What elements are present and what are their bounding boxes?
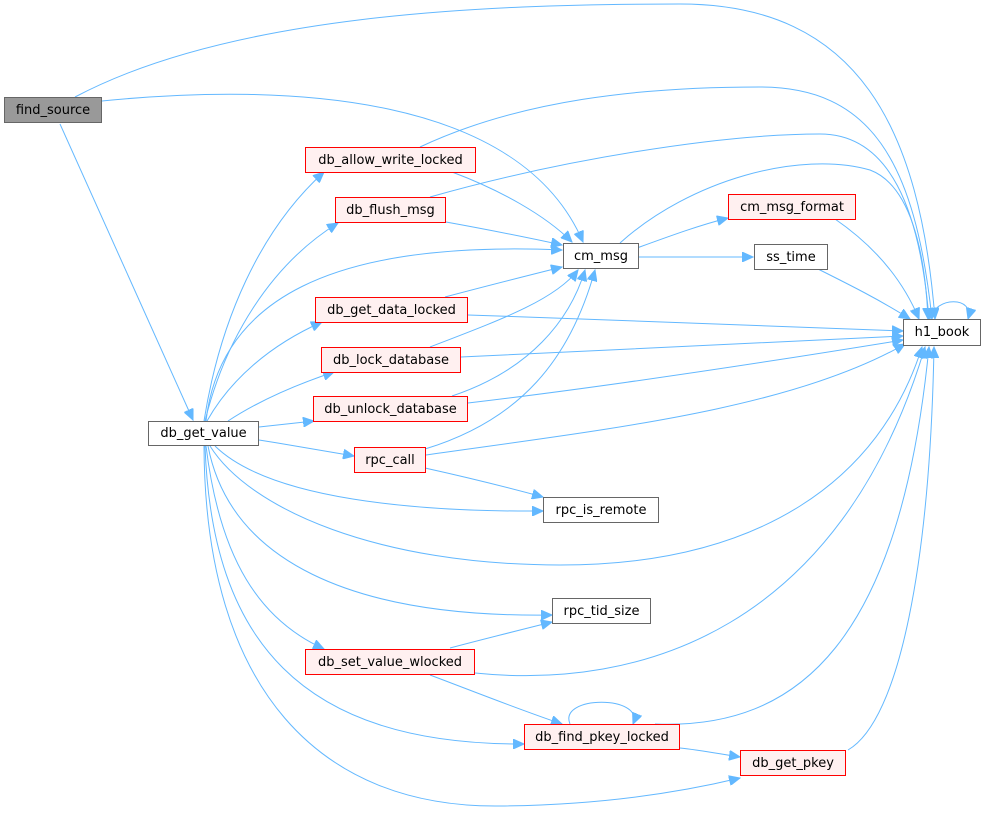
node-db_unlock_database[interactable]: db_unlock_database (313, 396, 468, 422)
edge-ss_time-h1_book (817, 268, 910, 319)
edge-db_get_value-db_find_pkey_locked (204, 445, 524, 744)
node-ss_time[interactable]: ss_time (754, 244, 828, 270)
edge-find_source-cm_msg (101, 93, 583, 242)
edge-db_get_value-db_get_pkey (203, 445, 740, 807)
edge-db_allow_write_locked-cm_msg (451, 171, 572, 242)
node-h1_book[interactable]: h1_book (903, 319, 981, 346)
edge-rpc_call-rpc_is_remote (424, 467, 543, 497)
edge-cm_msg-h1_book (619, 163, 928, 319)
edge-db_get_data_locked-h1_book (467, 314, 903, 331)
node-rpc_tid_size[interactable]: rpc_tid_size (552, 598, 651, 624)
edge-find_source-db_get_value (59, 123, 193, 420)
edge-db_get_pkey-h1_book (847, 347, 934, 751)
edge-db_flush_msg-cm_msg (445, 221, 562, 245)
edge-db_unlock_database-cm_msg (451, 270, 585, 397)
edge-db_get_value-rpc_tid_size (207, 445, 552, 615)
node-cm_msg_format[interactable]: cm_msg_format (728, 194, 856, 220)
edge-db_unlock_database-h1_book (467, 340, 903, 404)
edge-db_set_value_wlocked-h1_book (474, 347, 925, 677)
edge-db_find_pkey_locked-h1_book (654, 347, 929, 725)
node-rpc_is_remote[interactable]: rpc_is_remote (543, 497, 659, 523)
node-find_source[interactable]: find_source (4, 97, 102, 123)
edge-db_lock_database-h1_book (460, 336, 903, 358)
edge-db_lock_database-cm_msg (429, 270, 578, 348)
node-db_get_data_locked[interactable]: db_get_data_locked (315, 297, 468, 323)
edge-db_get_value-db_unlock_database (258, 421, 314, 428)
edge-db_get_value-rpc_call (258, 439, 354, 456)
edge-rpc_call-h1_book (425, 344, 905, 456)
node-db_find_pkey_locked[interactable]: db_find_pkey_locked (524, 724, 680, 750)
node-db_allow_write_locked[interactable]: db_allow_write_locked (305, 147, 476, 173)
node-rpc_call[interactable]: rpc_call (354, 447, 426, 473)
edge-rpc_call-cm_msg (424, 270, 595, 450)
edge-db_get_value-rpc_is_remote (214, 445, 543, 511)
edge-db_get_value-db_flush_msg (204, 223, 338, 422)
edge-db_set_value_wlocked-rpc_tid_size (449, 622, 552, 649)
edge-db_flush_msg-h1_book (429, 133, 929, 319)
edge-h1_book-h1_book (929, 301, 969, 319)
edge-db_get_value-cm_msg (205, 249, 562, 422)
node-db_get_pkey[interactable]: db_get_pkey (740, 750, 846, 776)
edge-cm_msg_format-h1_book (834, 218, 919, 319)
edge-db_get_value-db_get_data_locked (206, 322, 322, 422)
edge-db_get_value-db_set_value_wlocked (205, 445, 324, 649)
edge-find_source-h1_book (74, 3, 935, 319)
edge-db_allow_write_locked-h1_book (419, 86, 932, 319)
node-db_set_value_wlocked[interactable]: db_set_value_wlocked (305, 649, 475, 675)
edge-db_get_value-h1_book (209, 347, 922, 566)
edge-cm_msg-cm_msg_format (636, 218, 728, 249)
node-db_flush_msg[interactable]: db_flush_msg (335, 197, 446, 223)
node-db_get_value[interactable]: db_get_value (148, 421, 259, 446)
edge-db_set_value_wlocked-db_find_pkey_locked (429, 674, 562, 724)
node-cm_msg[interactable]: cm_msg (563, 243, 639, 269)
edge-db_get_value-db_lock_database (227, 372, 334, 422)
edge-db_find_pkey_locked-db_get_pkey (679, 747, 740, 757)
edge-db_get_data_locked-cm_msg (444, 267, 562, 298)
node-db_lock_database[interactable]: db_lock_database (321, 347, 461, 373)
edge-db_find_pkey_locked-db_find_pkey_locked (568, 701, 634, 724)
edge-db_get_value-db_allow_write_locked (203, 172, 324, 422)
